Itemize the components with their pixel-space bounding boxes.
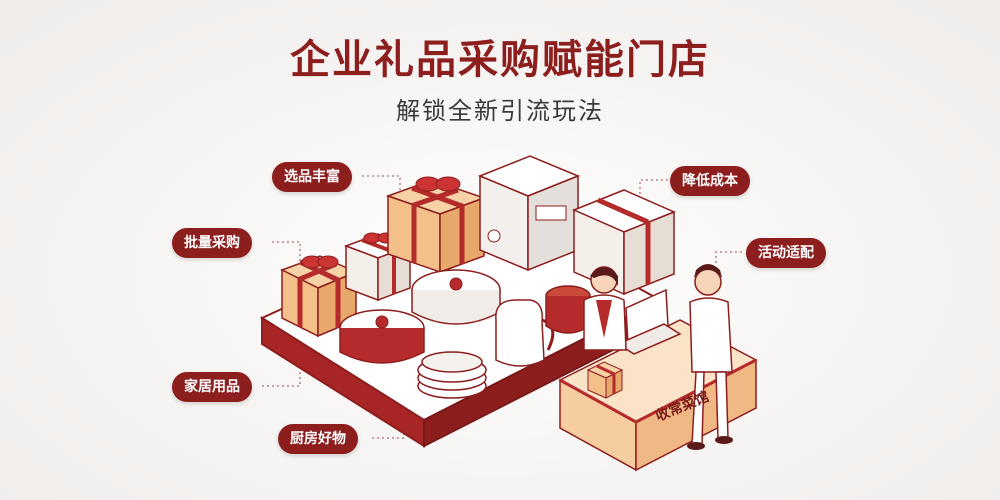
electric-kettle-icon: [495, 299, 555, 367]
tag-activity-fit: 活动适配: [746, 238, 826, 268]
page-subtitle: 解锁全新引流玩法: [396, 97, 604, 125]
tag-kitchen-goods: 厨房好物: [278, 424, 358, 454]
coffee-machine-icon: [478, 155, 580, 272]
tag-variety: 选品丰富: [272, 162, 352, 192]
gift-box-small-icon: [586, 361, 624, 399]
tag-home-goods: 家居用品: [172, 372, 252, 402]
customer-person-icon: [687, 264, 733, 450]
gift-box-tall-icon: [385, 176, 487, 274]
page-title: 企业礼品采购赋能门店: [290, 37, 710, 83]
red-pot-icon: [339, 309, 425, 364]
cashier-person-icon: [583, 266, 627, 351]
plate-stack-icon: [417, 351, 487, 399]
gift-box-plain-icon: [572, 189, 676, 296]
pos-terminal-icon: [616, 288, 682, 355]
tag-reduce-cost: 降低成本: [670, 166, 750, 196]
casserole-pot-icon: [411, 269, 501, 325]
rice-cooker-icon: [545, 285, 591, 334]
tag-bulk-purchase: 批量采购: [172, 228, 252, 258]
